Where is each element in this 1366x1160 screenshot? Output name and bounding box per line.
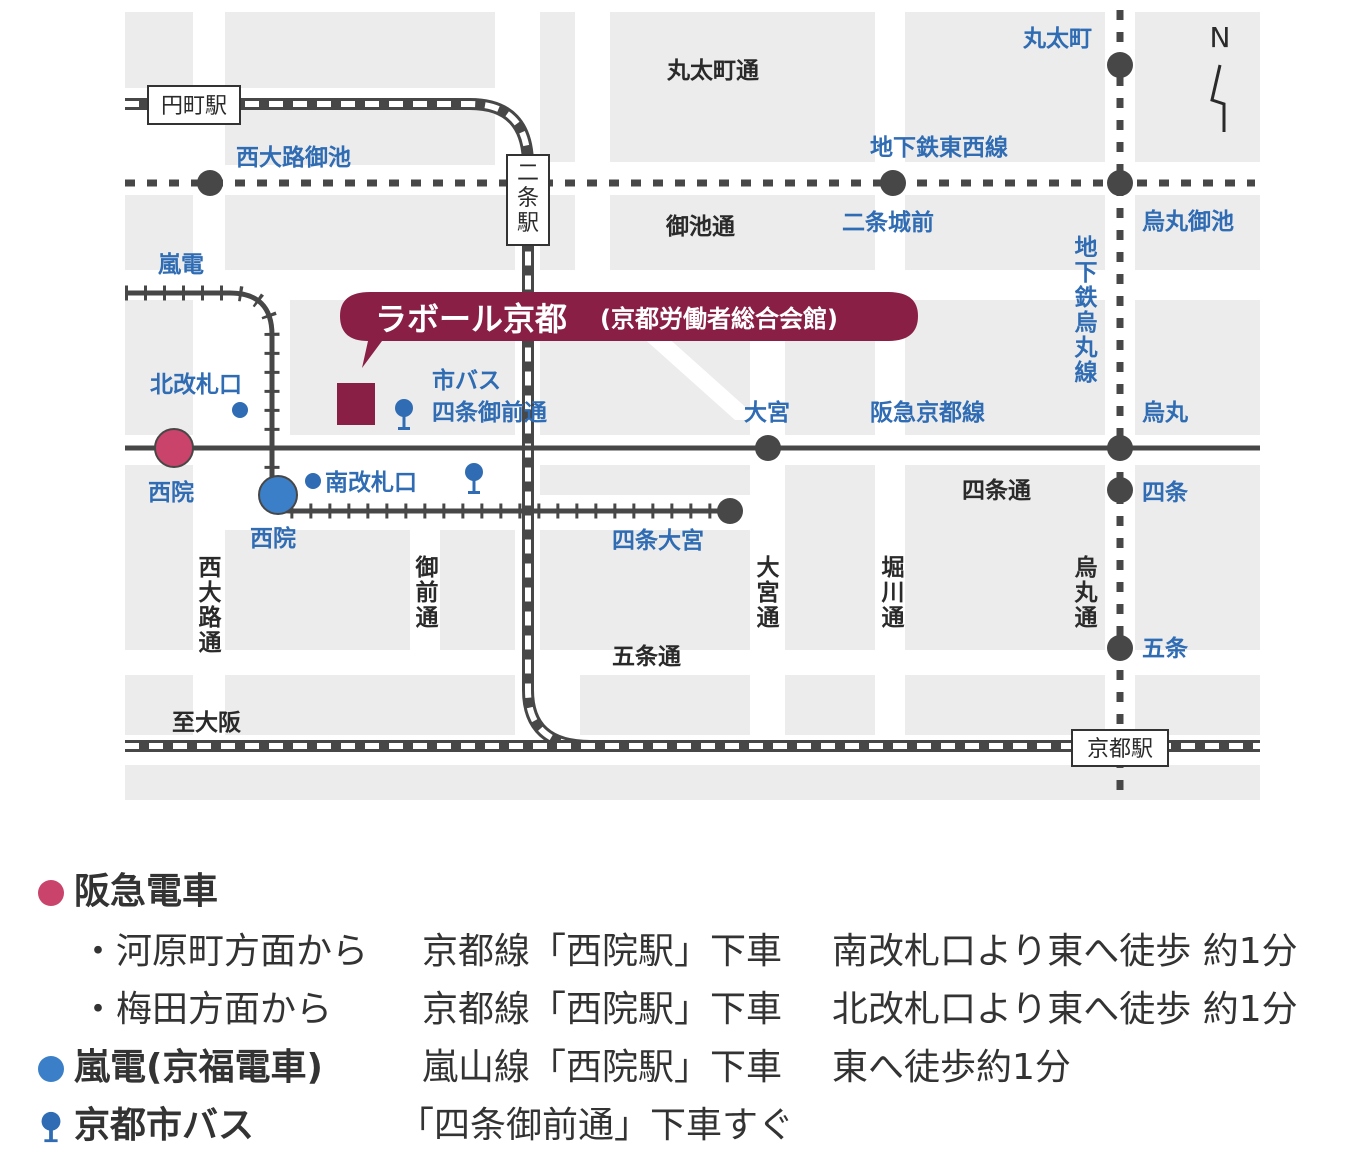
street-gojo: 五条通 [612,643,681,670]
label-bus-line2: 四条御前通 [432,399,547,426]
svg-text:円町駅: 円町駅 [161,94,227,119]
label-karasuma: 烏丸 [1142,399,1189,426]
station-shijo-dot [1107,477,1133,503]
legend-bus-row: 京都市バス 「四条御前通」下車すぐ [0,1096,1366,1152]
station-box-nijo: 二条駅 [506,154,550,246]
label-nishiin-randen: 西院 [250,525,296,552]
legend-randen-title: 嵐電(京福電車) [74,1047,323,1088]
city-blocks [125,12,1260,800]
legend-hankyu-row-2: ・梅田方面から 京都線「西院駅」下車 北改札口より東へ徒歩 約1分 [0,980,1366,1036]
north-arrow-icon [1210,64,1226,132]
south-gate-dot [305,473,321,489]
station-hankyu-nishiin-dot [154,428,194,468]
label-gojo: 五条 [1142,635,1188,662]
label-tozai-line: 地下鉄東西線 [870,134,1008,161]
legend-hankyu-row-1-from: ・河原町方面から [80,931,369,972]
label-randen: 嵐電 [158,252,204,278]
north-arrow-label: N [1210,21,1231,54]
label-nishioji-oike: 西大路御池 [236,144,351,171]
bus-stop-pin-icon [395,399,413,430]
station-box-enmachi: 円町駅 [147,85,241,125]
svg-text:京都駅: 京都駅 [1087,737,1153,762]
legend-randen-line: 嵐山線「西院駅」下車 [422,1047,783,1088]
legend-hankyu-row-2-walk: 北改札口より東へ徒歩 約1分 [832,989,1298,1030]
station-markers [154,52,1133,661]
hankyu-dot-icon [38,880,64,906]
bus-stop-pins [395,399,483,494]
label-bus-line1: 市バス [432,367,501,394]
station-marutamachi-dot [1107,52,1133,78]
callout-sub: (京都労働者総合会館) [600,305,838,333]
north-arrow: N [1210,21,1231,132]
station-nishioji-oike-dot [197,170,223,196]
label-shijo: 四条 [1142,479,1188,506]
legend-hankyu-row-1: ・河原町方面から 京都線「西院駅」下車 南改札口より東へ徒歩 約1分 [0,922,1366,978]
legend-hankyu-row-1-line: 京都線「西院駅」下車 [422,931,783,972]
north-gate-dot [232,402,248,418]
legend-hankyu-header: 阪急電車 [0,862,1366,918]
street-marutamachi: 丸太町通 [666,58,759,84]
label-karasuma-line: 地下鉄烏丸線 [1074,235,1099,386]
label-nijojo-mae: 二条城前 [842,209,934,236]
station-omiya-dot [755,435,781,461]
legend-randen-walk: 東へ徒歩約1分 [832,1047,1071,1088]
bus-pin-icon [41,1111,61,1143]
street-omiya: 大宮通 [757,555,780,631]
street-shijo: 四条通 [962,477,1031,504]
station-karasuma-dot [1107,435,1133,461]
callout-name: ラボール京都 [375,300,567,338]
destination-marker [337,383,375,425]
destination-callout: ラボール京都 (京都労働者総合会館) [340,292,918,368]
label-south-gate: 南改札口 [325,470,417,496]
legend-hankyu-row-2-line: 京都線「西院駅」下車 [422,989,783,1030]
access-directions: 阪急電車 ・河原町方面から 京都線「西院駅」下車 南改札口より東へ徒歩 約1分 … [0,850,1366,1160]
label-karasuma-oike: 烏丸御池 [1142,208,1234,235]
label-to-osaka: 至大阪 [172,710,241,736]
legend-bus-line: 「四条御前通」下車すぐ [398,1105,795,1146]
label-hankyu-line: 阪急京都線 [870,399,985,426]
bus-stop-pin-icon [465,463,483,494]
station-box-kyoto: 京都駅 [1071,729,1169,767]
legend-hankyu-row-2-from: ・梅田方面から [80,989,333,1030]
street-nishioji: 西大路通 [199,555,223,656]
station-randen-nishiin-dot [258,475,298,515]
street-karasuma: 烏丸通 [1074,554,1099,631]
legend-hankyu-title: 阪急電車 [74,871,219,912]
station-gojo-dot [1107,635,1133,661]
station-karasuma-oike-dot [1107,170,1133,196]
legend-randen-row: 嵐電(京福電車) 嵐山線「西院駅」下車 東へ徒歩約1分 [0,1038,1366,1094]
diagonal-street [640,335,760,420]
street-horikawa: 堀川通 [882,555,905,631]
nijo-vertical-label: 二条駅 [517,161,539,236]
street-oike: 御池通 [665,213,735,240]
label-nishiin-hankyu: 西院 [148,479,194,506]
legend-hankyu-row-1-walk: 南改札口より東へ徒歩 約1分 [832,931,1298,972]
station-nijojo-mae-dot [880,170,906,196]
randen-dot-icon [38,1056,64,1082]
station-shijo-omiya-dot [717,498,743,524]
label-shijo-omiya: 四条大宮 [612,527,704,554]
legend-bus-title: 京都市バス [74,1105,255,1146]
label-marutamachi: 丸太町 [1022,26,1092,52]
label-north-gate: 北改札口 [150,372,242,398]
street-onmae: 御前通 [415,554,439,631]
access-map: ラボール京都 (京都労働者総合会館) 円町駅 二条駅 京都駅 N 西大路御池 地… [125,10,1260,800]
label-omiya: 大宮 [744,399,790,426]
